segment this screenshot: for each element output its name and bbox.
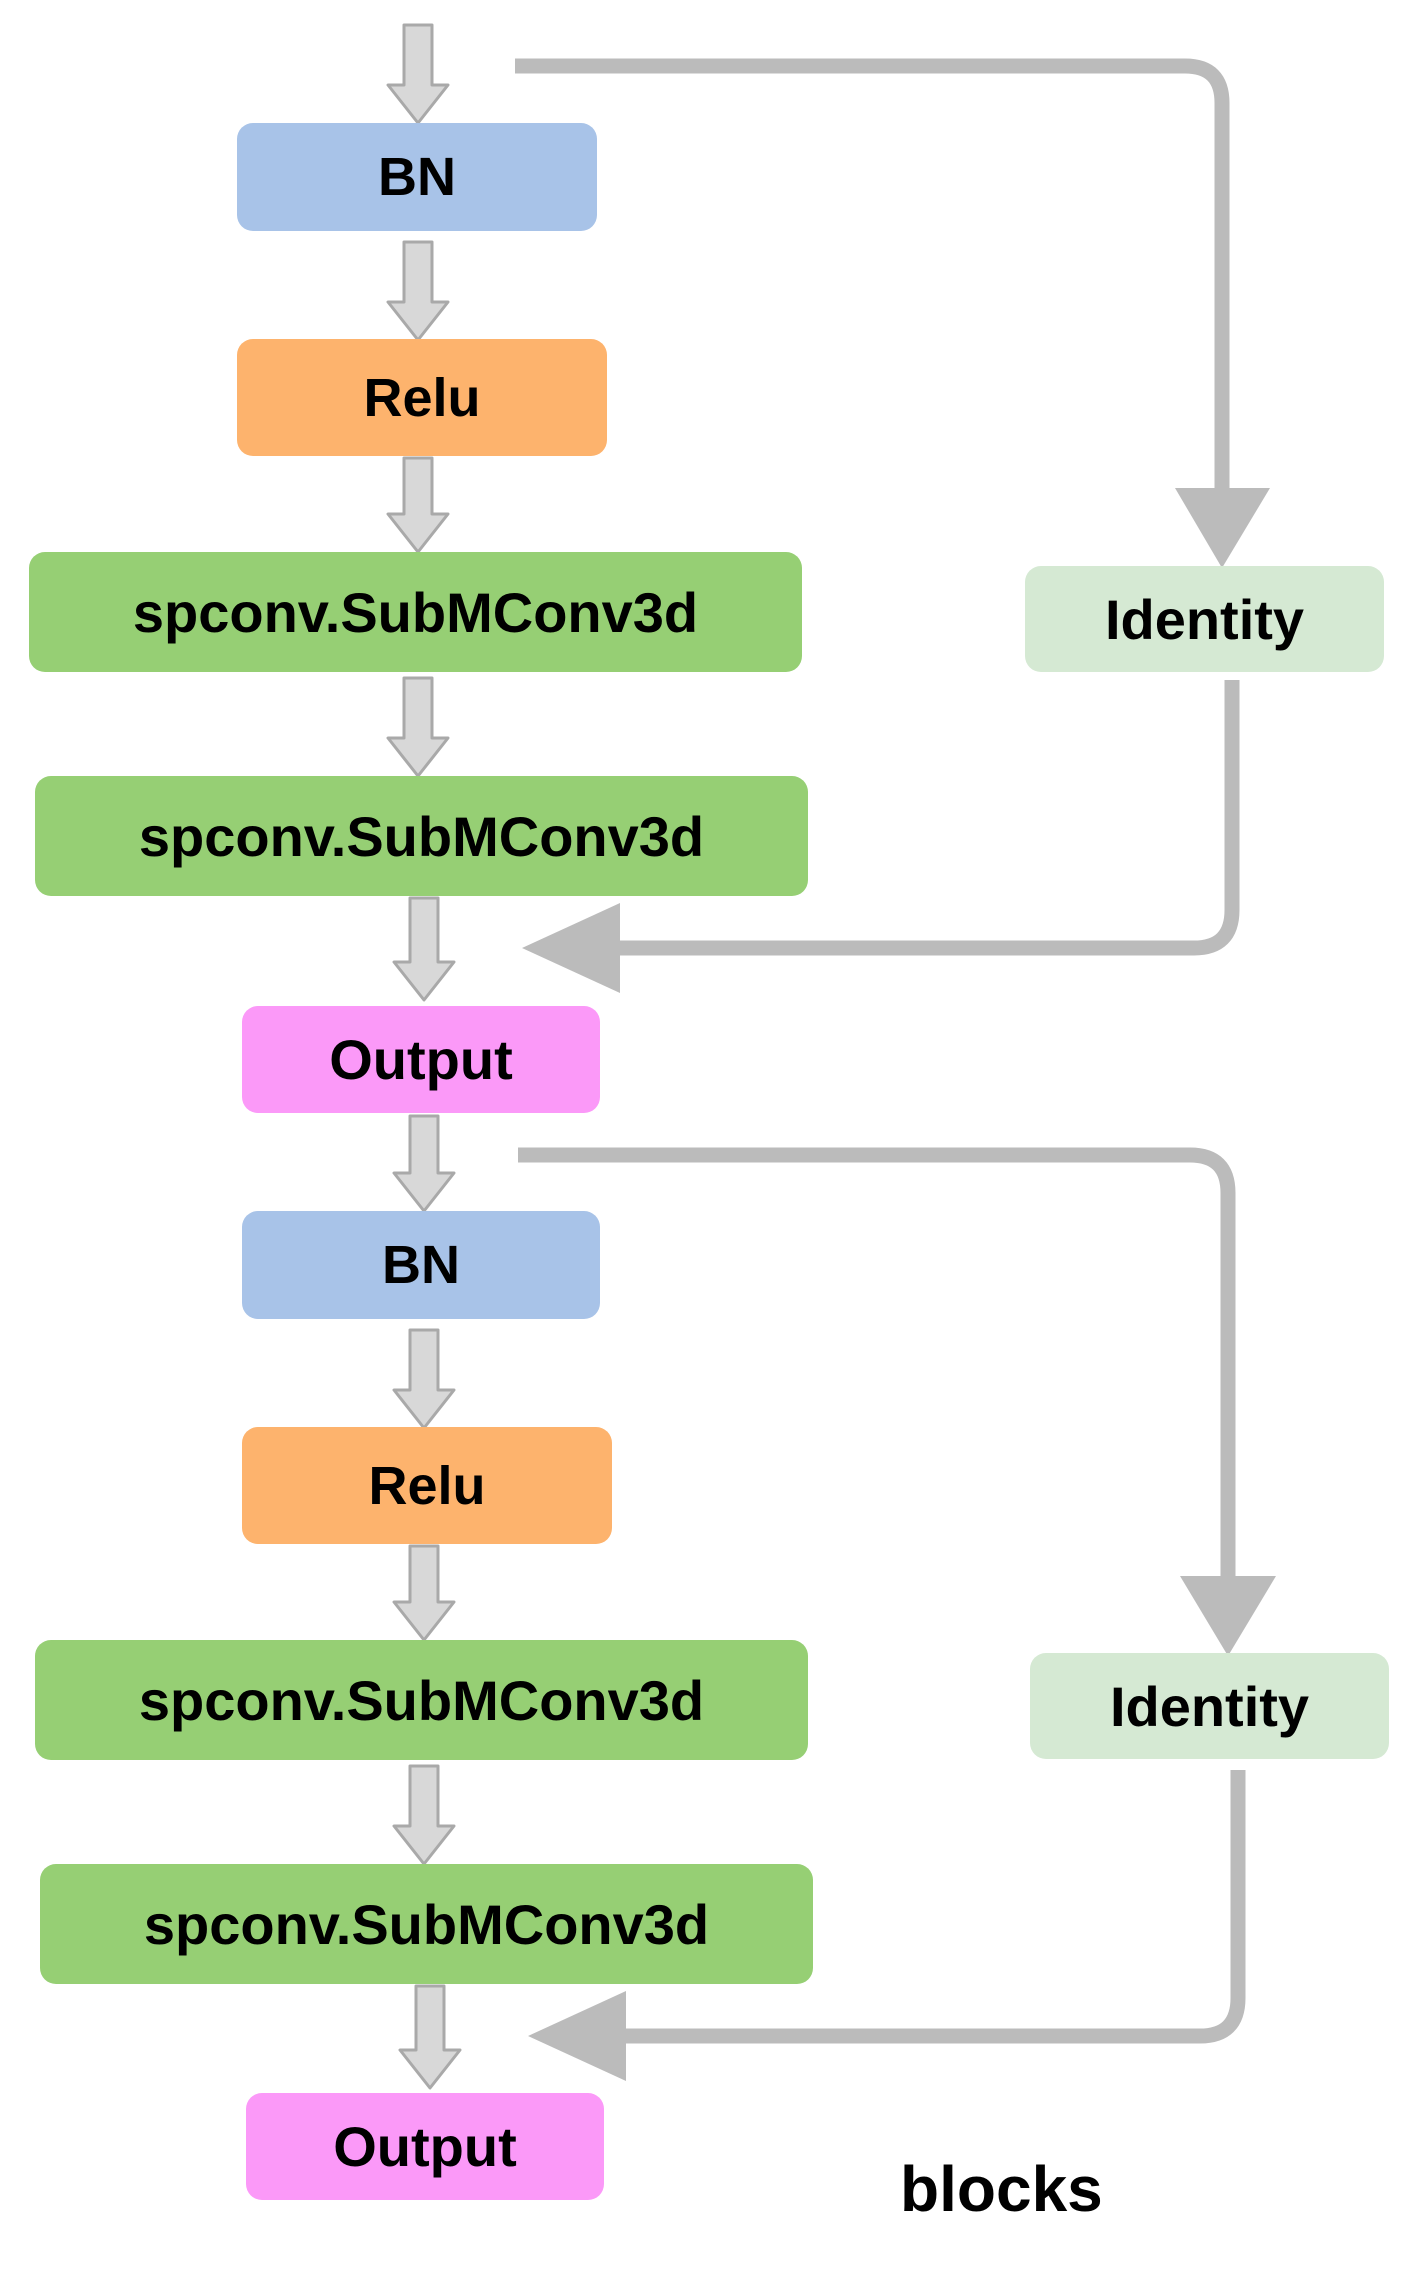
conv-label-2b: spconv.SubMConv3d: [143, 1892, 710, 1956]
skip-path-bottom-2: [606, 1770, 1246, 2044]
skip-arrowhead-left-1: [522, 903, 620, 993]
relu-box-2: Relu: [242, 1427, 612, 1544]
conv-box-2b: spconv.SubMConv3d: [40, 1864, 813, 1984]
conv-label-1b: spconv.SubMConv3d: [138, 804, 705, 868]
flow-arrow-relu-conv-2: [392, 1544, 456, 1642]
flow-arrow-relu-conv-1: [386, 456, 450, 554]
flow-arrow-input-2: [392, 1114, 456, 1213]
flow-arrow-conv-conv-1: [386, 676, 450, 778]
output-label-1: Output: [329, 1028, 513, 1091]
conv-label-2a: spconv.SubMConv3d: [138, 1668, 705, 1732]
conv-box-1a: spconv.SubMConv3d: [29, 552, 802, 672]
blocks-caption: blocks: [900, 2153, 1103, 2225]
bn-label-1: BN: [378, 147, 456, 207]
skip-path-top-2: [518, 1147, 1236, 1588]
relu-label-2: Relu: [368, 1455, 486, 1516]
output-box-1: Output: [242, 1006, 600, 1113]
flow-arrow-conv-output-1: [392, 896, 456, 1002]
flow-arrow-bn-relu-2: [392, 1328, 456, 1430]
conv-box-2a: spconv.SubMConv3d: [35, 1640, 808, 1760]
identity-box-1: Identity: [1025, 566, 1384, 672]
identity-label-1: Identity: [1104, 587, 1305, 651]
conv-box-1b: spconv.SubMConv3d: [35, 776, 808, 896]
output-label-2: Output: [333, 2115, 517, 2178]
relu-label-1: Relu: [363, 367, 481, 428]
identity-box-2: Identity: [1030, 1653, 1389, 1759]
output-box-2: Output: [246, 2093, 604, 2200]
skip-arrowhead-down-1: [1175, 488, 1270, 568]
skip-path-bottom-1: [600, 680, 1240, 956]
conv-label-1a: spconv.SubMConv3d: [132, 580, 699, 644]
flow-arrow-bn-relu-1: [386, 240, 450, 342]
identity-label-2: Identity: [1109, 1674, 1310, 1738]
flow-arrow-input-1: [386, 23, 450, 125]
bn-box-1: BN: [237, 123, 597, 231]
flow-arrow-conv-output-2: [398, 1984, 462, 2090]
flow-arrow-conv-conv-2: [392, 1764, 456, 1866]
skip-arrowhead-down-2: [1180, 1576, 1276, 1656]
bn-label-2: BN: [382, 1235, 460, 1295]
bn-box-2: BN: [242, 1211, 600, 1319]
relu-box-1: Relu: [237, 339, 607, 456]
skip-path-top-1: [515, 58, 1230, 500]
skip-arrowhead-left-2: [528, 1991, 626, 2081]
